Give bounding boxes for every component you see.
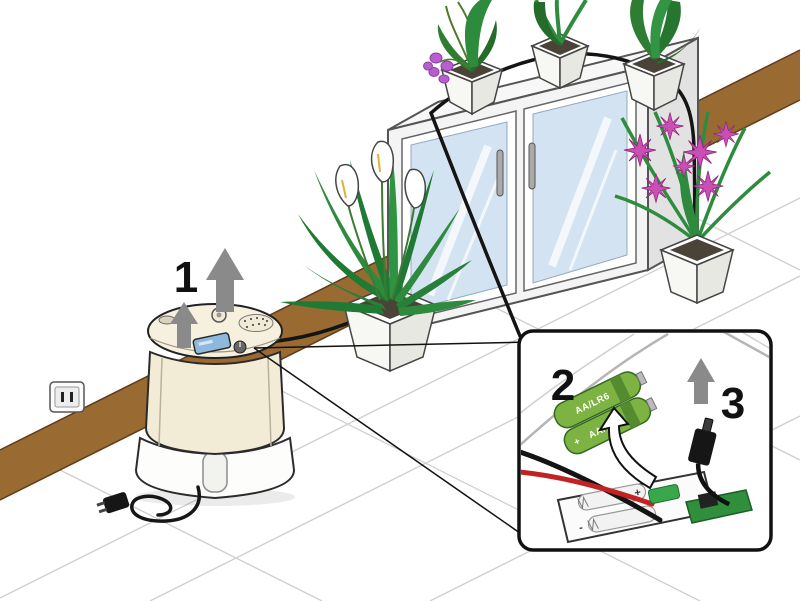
cable-clip (647, 484, 681, 504)
battery-tip (635, 370, 648, 386)
step-3-label: 3 (721, 379, 745, 428)
wall-outlet (49, 381, 85, 413)
cabinet-plant-3 (621, 0, 700, 112)
arrow-up-icon (687, 358, 715, 404)
battery-tip (645, 396, 658, 412)
door-handle-right (528, 142, 536, 190)
callout-leader-lines (253, 341, 531, 541)
irrigation-tube-front (429, 111, 522, 338)
battery-plus-mark: + (572, 436, 582, 449)
unit-base-slot (202, 451, 228, 493)
arrow-up-large-icon (206, 248, 244, 312)
step-1-label: 1 (174, 253, 198, 302)
circuit-board (685, 489, 753, 524)
speaker-grille-icon (238, 314, 274, 332)
watering-unit (134, 303, 296, 506)
curved-arrow-icon (597, 406, 658, 490)
outlet-slot-icon (61, 392, 64, 402)
cabinet-plant-1 (423, 0, 505, 116)
orchid-flowers (423, 52, 469, 84)
arrow-up-small-icon (170, 302, 198, 348)
device-edge-line (521, 333, 669, 447)
outlet-slot-icon (70, 392, 73, 402)
wire-black (521, 449, 663, 523)
spring-icon (577, 495, 589, 510)
unit-body (144, 350, 286, 456)
step-2-label: 2 (551, 361, 575, 410)
dc-power-plug (688, 417, 731, 507)
polarity-minus: - (578, 522, 584, 535)
flowering-plant (614, 111, 772, 305)
peace-lily-plant (280, 140, 476, 373)
device-edge-line (521, 333, 635, 415)
peace-lily-leaves (280, 152, 476, 316)
spring-icon (587, 517, 599, 532)
power-plug (96, 492, 130, 514)
unit-display (192, 332, 232, 355)
cabinet-door-right (523, 80, 637, 292)
plant-pot (659, 234, 735, 305)
cabinet-plant-2 (530, 0, 590, 90)
wire-red (521, 469, 655, 507)
polarity-plus: + (633, 487, 642, 500)
power-cord (130, 485, 201, 523)
detail-inset: + - (517, 329, 773, 552)
peace-lily-flowers (335, 140, 426, 301)
inset-content: + - (521, 333, 769, 544)
door-handle-left (496, 149, 504, 197)
